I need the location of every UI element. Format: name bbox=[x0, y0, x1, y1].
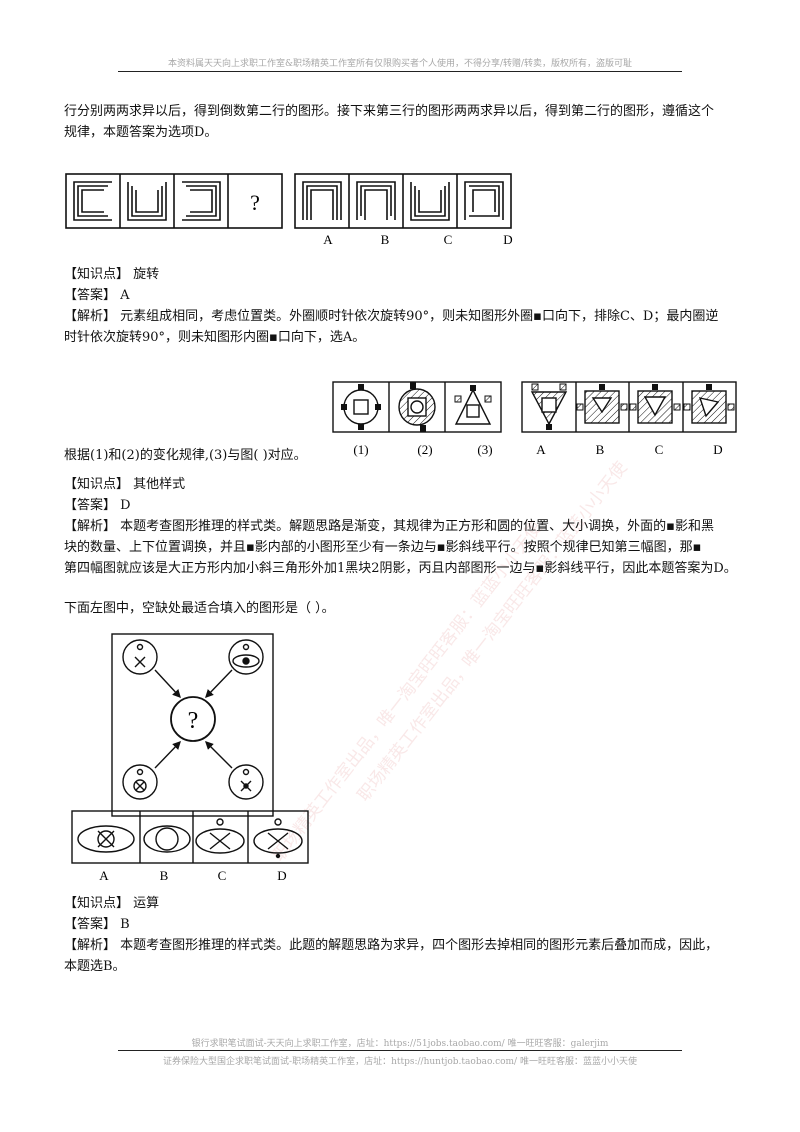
q1-figure: ? A B C D bbox=[65, 173, 513, 247]
q1-text-line1: 行分别两两求异以后，得到倒数第二行的图形。接下来第三行的图形两两求异以后，得到第… bbox=[64, 104, 715, 119]
q2-stem: 根据(1)和(2)的变化规律,(3)与图( )对应。 bbox=[64, 448, 307, 463]
q2-option-label: C bbox=[655, 442, 664, 457]
q3-option-label: B bbox=[160, 868, 169, 883]
q3-option-label: A bbox=[99, 868, 109, 883]
q2-knowledge: 【知识点】 其他样式 bbox=[64, 477, 186, 492]
page-header: 本资料属天天向上求职工作室&职场精英工作室所有仅限购买者个人使用，不得分享/转赠… bbox=[167, 59, 633, 69]
q1-option-label: B bbox=[381, 232, 390, 247]
q2-analysis-line3: 第四幅图就应该是大正方形内加小斜三角形外加1黑块2阴影，丙且内部图形一边与▪影斜… bbox=[64, 561, 737, 576]
q3-analysis-line1: 【解析】 本题考查图形推理的样式类。此题的解题思路为求异，四个图形去掉相同的图形… bbox=[64, 938, 719, 953]
q3-option-label: C bbox=[218, 868, 227, 883]
q1-option-label: C bbox=[444, 232, 453, 247]
q3-question-mark: ? bbox=[188, 708, 199, 734]
header-divider bbox=[118, 71, 682, 72]
q2-option-label: D bbox=[713, 442, 722, 457]
q3-figure: ? A B C D bbox=[71, 633, 309, 883]
q2-analysis-line1: 【解析】 本题考查图形推理的样式类。解题思路是渐变，其规律为正方形和圆的位置、大… bbox=[64, 519, 714, 534]
q1-option-label: D bbox=[503, 232, 512, 247]
q3-option-label: D bbox=[277, 868, 286, 883]
q2-analysis-line2: 块的数量、上下位置调换，并且▪影内部的小图形至少有一条边与▪影斜线平行。按照个规… bbox=[64, 540, 702, 555]
q2-figure-label: (1) bbox=[353, 442, 368, 457]
q2-figure-label: (3) bbox=[477, 442, 492, 457]
footer-line2: 证券保险大型国企求职笔试面试-职场精英工作室，店址：https://huntjo… bbox=[163, 1057, 637, 1067]
q1-knowledge: 【知识点】 旋转 bbox=[64, 267, 160, 282]
q2-figure: (1) (2) (3) A B C D bbox=[332, 381, 737, 457]
q3-answer: 【答案】 B bbox=[64, 917, 130, 932]
q1-analysis-line1: 【解析】 元素组成相同，考虑位置类。外圈顺时针依次旋转90°，则未知图形外圈▪口… bbox=[64, 309, 719, 324]
q1-question-mark: ? bbox=[250, 190, 260, 215]
q1-analysis-line2: 时针依次旋转90°，则未知图形内圈▪口向下，选A。 bbox=[64, 330, 366, 345]
footer-divider bbox=[118, 1050, 682, 1051]
q3-stem: 下面左图中，空缺处最适合填入的图形是（ ）。 bbox=[64, 601, 335, 616]
q1-text-line2: 规律，本题答案为选项D。 bbox=[64, 125, 218, 140]
q1-answer: 【答案】 A bbox=[64, 288, 130, 303]
q2-figure-label: (2) bbox=[417, 442, 432, 457]
q2-option-label: B bbox=[596, 442, 605, 457]
footer-line1: 银行求职笔试面试-天天向上求职工作室，店址：https://51jobs.tao… bbox=[191, 1039, 609, 1049]
q2-answer: 【答案】 D bbox=[64, 498, 131, 513]
q3-knowledge: 【知识点】 运算 bbox=[64, 896, 160, 911]
q2-option-label: A bbox=[536, 442, 546, 457]
q1-option-label: A bbox=[323, 232, 333, 247]
q3-analysis-line2: 本题选B。 bbox=[64, 959, 126, 974]
